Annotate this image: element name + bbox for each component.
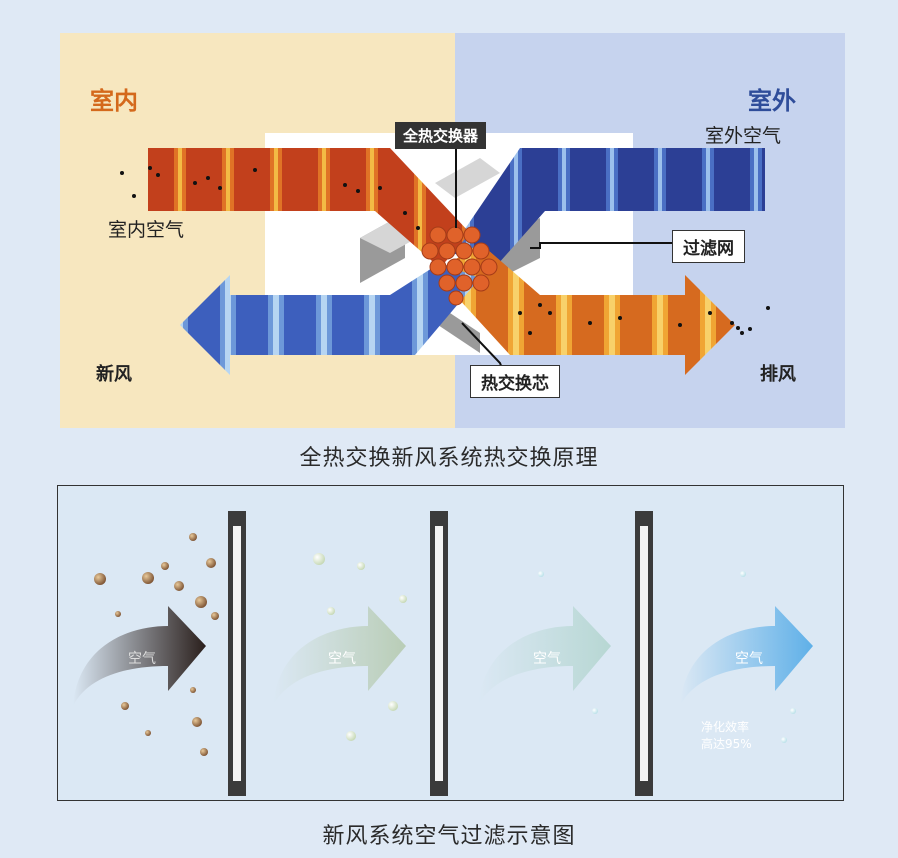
heat-exchange-diagram: 室内 室外 室外空气 室内空气 全热交换器 过滤网 新风 排风 热交换芯 (60, 33, 845, 428)
heat-exchange-core (421, 226, 498, 306)
core-label: 热交换芯 (470, 365, 560, 398)
air-arrow-4 (680, 606, 813, 706)
fresh-air-arrow (180, 263, 480, 375)
dust-particles-1 (94, 533, 219, 756)
efficiency-line1: 净化效率 (701, 720, 750, 734)
filter-2 (430, 511, 448, 796)
air-label-4: 空气 (735, 651, 763, 667)
particles (120, 166, 770, 335)
indoor-air-label: 室内空气 (108, 219, 185, 241)
filtration-diagram: 空气 空气 空气 空气 净化效率 高达95% (57, 485, 844, 801)
air-label-1: 空气 (128, 651, 156, 667)
efficiency-line2: 高达95% (701, 737, 752, 751)
air-label-2: 空气 (328, 651, 356, 667)
exhaust-arrow (435, 243, 735, 375)
filter-label: 过滤网 (672, 230, 745, 263)
dust-particles-3 (538, 571, 796, 743)
air-arrow-2 (273, 606, 406, 706)
filtration-graphic (73, 511, 813, 796)
filter-1 (228, 511, 246, 796)
indoor-air-stream (148, 148, 470, 268)
indoor-title: 室内 (90, 87, 138, 115)
outdoor-air-stream (450, 148, 765, 273)
heat-exchange-graphic (60, 33, 845, 428)
outdoor-air-label: 室外空气 (705, 125, 782, 147)
diagram2-caption: 新风系统空气过滤示意图 (322, 824, 576, 849)
air-arrow-1 (73, 606, 206, 706)
fresh-air-label: 新风 (96, 364, 132, 385)
dust-particles-2 (313, 553, 407, 741)
filter-3 (635, 511, 653, 796)
air-arrow-3 (478, 606, 611, 706)
outdoor-title: 室外 (748, 87, 796, 115)
air-label-3: 空气 (533, 651, 561, 667)
diagram1-caption: 全热交换新风系统热交换原理 (299, 446, 599, 471)
exchanger-label: 全热交换器 (395, 122, 487, 149)
exhaust-label: 排风 (760, 364, 796, 385)
